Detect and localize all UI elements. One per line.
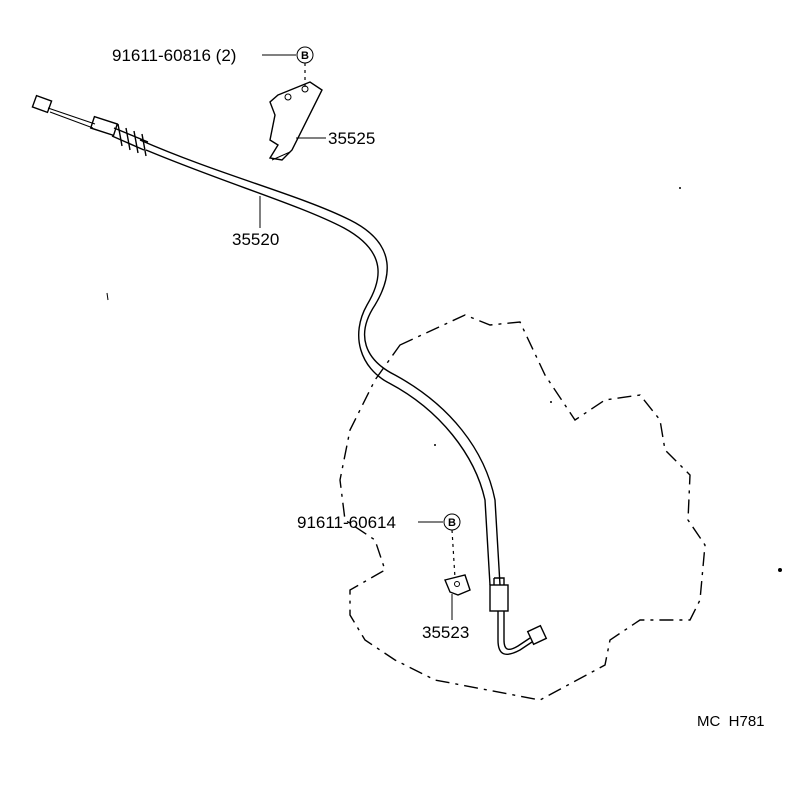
- label-bracket-bottom: 35523: [422, 623, 469, 642]
- stray-dot: [434, 444, 436, 446]
- bracket-bottom: [444, 574, 471, 596]
- bracket-top: [268, 81, 323, 161]
- bolt-bottom-axis: [451, 529, 456, 579]
- control-cable: [31, 94, 548, 656]
- callout-marker-bottom-text: B: [448, 517, 456, 529]
- stray-dot: [778, 568, 782, 572]
- callout-marker-top-text: B: [301, 50, 309, 62]
- label-cable: 35520: [232, 230, 279, 249]
- label-bolt-bottom: 91611-60614: [297, 513, 396, 532]
- stray-dot: [550, 401, 552, 403]
- stray-dot: [679, 187, 681, 189]
- diagram-code: MC H781: [697, 713, 765, 730]
- label-bracket-top: 35525: [328, 129, 375, 148]
- transmission-outline: [339, 314, 706, 701]
- stray-mark: [106, 292, 109, 301]
- label-bolt-top: 91611-60816 (2): [112, 46, 236, 65]
